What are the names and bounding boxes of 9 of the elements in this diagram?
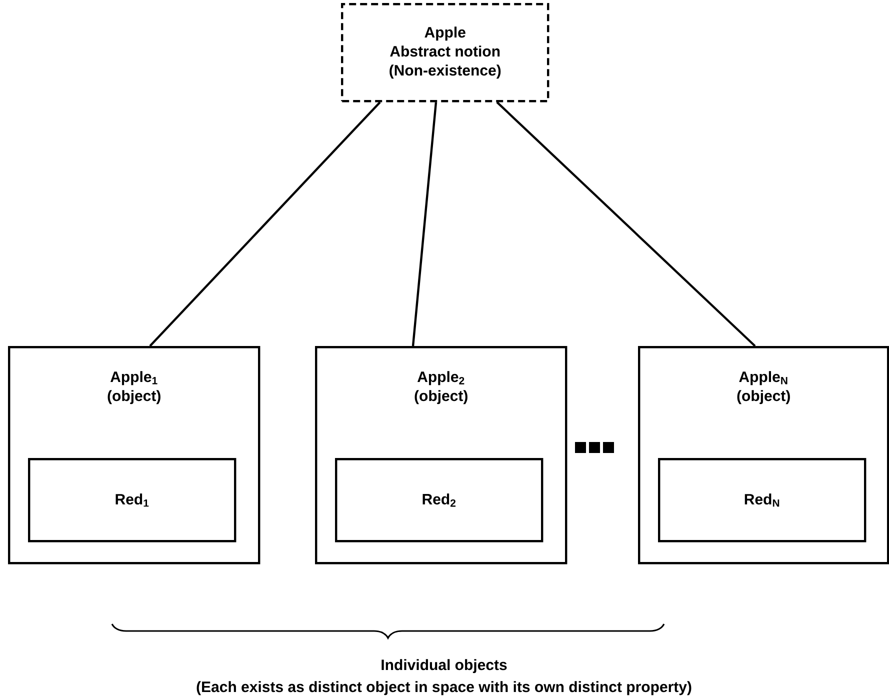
property-box: Red$_{N}$ xyxy=(658,458,866,542)
property-box: Red$_{1}$ xyxy=(28,458,236,542)
connector-line xyxy=(496,101,756,347)
caption-text: (Each exists as distinct object in space with its own distinct property) xyxy=(196,681,692,696)
connector-line xyxy=(149,101,381,347)
notion-box: Apple Abstract notion (Non-existence) xyxy=(341,3,550,102)
caption-text: Individual objects xyxy=(382,659,507,674)
connector-line xyxy=(412,102,438,346)
property-box: Red$_{2}$ xyxy=(335,458,544,542)
